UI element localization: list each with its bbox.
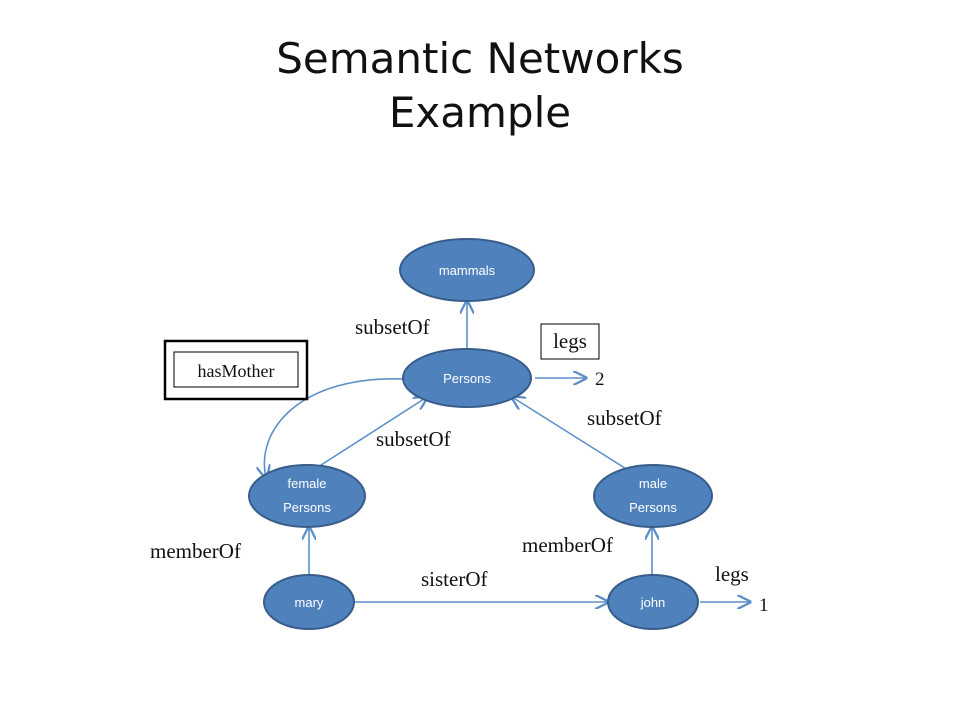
node-male-persons-line-1: male bbox=[639, 476, 667, 491]
label-persons-mammals-subsetof: subsetOf bbox=[355, 315, 430, 339]
node-male-persons: male Persons bbox=[593, 464, 713, 528]
label-mary-memberof: memberOf bbox=[150, 539, 241, 563]
has-mother-box: hasMother bbox=[163, 339, 309, 401]
persons-legs-box: legs bbox=[540, 323, 600, 360]
node-female-persons-line-1: female bbox=[287, 476, 326, 491]
slide-title: Semantic Networks Example bbox=[0, 32, 960, 140]
node-mary-label: mary bbox=[295, 595, 324, 610]
label-john-legs: legs bbox=[715, 562, 749, 586]
edge-female-to-persons bbox=[317, 397, 427, 468]
title-line-1: Semantic Networks bbox=[276, 34, 684, 83]
edge-male-to-persons bbox=[512, 397, 629, 471]
persons-legs-label: legs bbox=[553, 329, 587, 353]
has-mother-label: hasMother bbox=[198, 361, 275, 381]
label-sisterof: sisterOf bbox=[421, 567, 488, 591]
label-female-persons-subsetof: subsetOf bbox=[376, 427, 451, 451]
title-line-2: Example bbox=[388, 88, 572, 137]
node-male-persons-line-2: Persons bbox=[629, 500, 677, 515]
node-persons-label: Persons bbox=[443, 371, 491, 386]
node-john-label: john bbox=[640, 595, 666, 610]
value-john-legs: 1 bbox=[759, 595, 769, 616]
node-mammals-label: mammals bbox=[439, 263, 496, 278]
node-persons: Persons bbox=[402, 348, 532, 408]
label-john-memberof: memberOf bbox=[522, 533, 613, 557]
node-mary: mary bbox=[263, 574, 355, 630]
edge-has-mother-curve bbox=[264, 378, 406, 478]
node-john: john bbox=[607, 574, 699, 630]
node-mammals: mammals bbox=[399, 238, 535, 302]
label-male-persons-subsetof: subsetOf bbox=[587, 406, 662, 430]
node-female-persons-line-2: Persons bbox=[283, 500, 331, 515]
value-persons-legs: 2 bbox=[595, 369, 605, 390]
node-female-persons: female Persons bbox=[248, 464, 366, 528]
